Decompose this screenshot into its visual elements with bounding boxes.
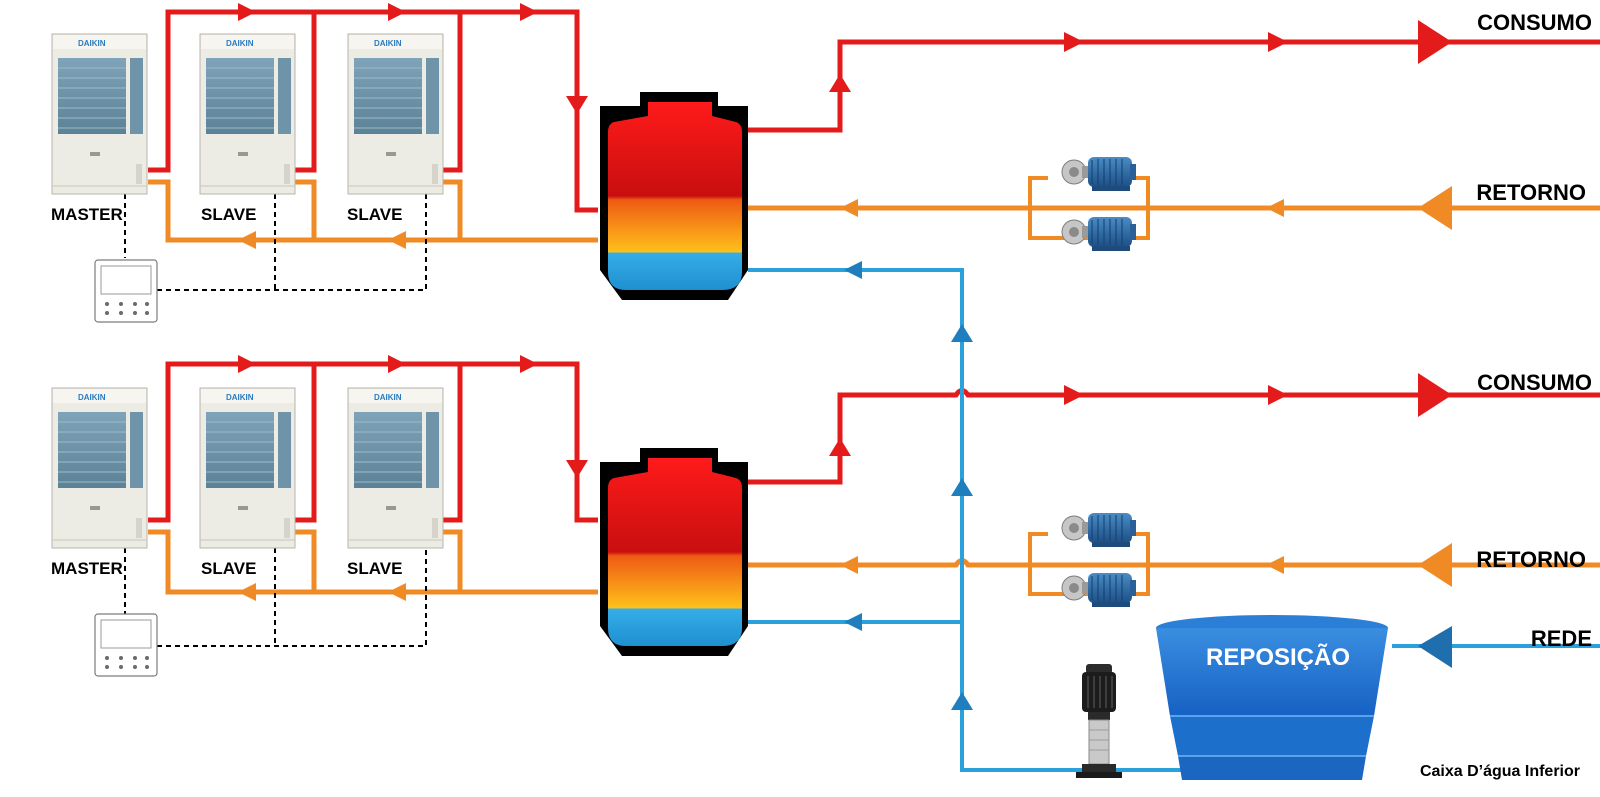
flow-arrow-icon [238, 583, 256, 601]
storage-tank-icon [600, 448, 748, 656]
hot-pipe-drop-3 [440, 12, 463, 173]
flow-arrow-icon [566, 96, 588, 114]
return-pipe-units-1 [148, 179, 598, 243]
return-pipe-drop-6 [440, 529, 463, 592]
rede-label: REDE [1531, 626, 1592, 651]
control-wire-2 [124, 548, 427, 647]
flow-arrow-icon [844, 261, 862, 279]
return-pipe-retorno-2 [748, 558, 1600, 568]
slave-label: SLAVE [201, 559, 256, 578]
heat-pump-icon [347, 387, 444, 549]
flow-arrow-icon [388, 355, 406, 373]
circulation-pump-icon [1061, 512, 1137, 548]
control-wire-1 [124, 194, 427, 291]
master-label: MASTER [51, 559, 123, 578]
flow-arrow-icon [1064, 32, 1084, 52]
slave-label: SLAVE [201, 205, 256, 224]
hot-pipe-drop-2 [294, 12, 317, 173]
flow-arrow-icon [951, 478, 973, 496]
unit-brand: DAIKIN [78, 393, 106, 402]
flow-arrow-icon [238, 355, 256, 373]
flow-arrow-icon [829, 74, 851, 92]
flow-arrow-icon [951, 324, 973, 342]
flow-arrow-icon [829, 438, 851, 456]
flow-arrow-icon [520, 355, 538, 373]
flow-arrow-icon [1418, 543, 1452, 587]
flow-arrow-icon [1418, 186, 1452, 230]
unit-brand: DAIKIN [78, 39, 106, 48]
heat-pump-icon [347, 33, 444, 195]
flow-arrow-icon [238, 231, 256, 249]
return-pipe-drop-3 [440, 179, 463, 240]
flow-arrow-icon [951, 692, 973, 710]
consumo-label: CONSUMO [1477, 370, 1592, 395]
heat-pump-icon [51, 387, 148, 549]
flow-arrow-icon [566, 460, 588, 478]
flow-arrow-icon [520, 3, 538, 21]
retorno-label: RETORNO [1476, 180, 1586, 205]
flow-arrow-icon [1418, 20, 1452, 64]
hot-pipe-drop-5 [294, 364, 317, 523]
reservoir-label: REPOSIÇÃO [1206, 643, 1350, 671]
slave-label: SLAVE [347, 559, 402, 578]
controller-icon [94, 259, 158, 323]
unit-brand: DAIKIN [374, 39, 402, 48]
hot-pipe-units-1 [148, 9, 598, 213]
heat-pump-icon [51, 33, 148, 195]
slave-label: SLAVE [347, 205, 402, 224]
flow-arrow-icon [844, 613, 862, 631]
flow-arrow-icon [388, 583, 406, 601]
flow-arrow-icon [238, 3, 256, 21]
flow-arrow-icon [1266, 199, 1284, 217]
flow-arrow-icon [840, 556, 858, 574]
hot-pipe-drop-6 [440, 364, 463, 523]
flow-arrow-icon [1268, 385, 1288, 405]
circulation-pump-icon [1061, 572, 1137, 608]
heat-pump-icon [199, 33, 296, 195]
return-pipe-units-2 [148, 529, 598, 595]
return-pipe-drop-2 [294, 179, 317, 240]
flow-arrow-icon [1064, 385, 1084, 405]
heat-pump-icon [199, 387, 296, 549]
master-label: MASTER [51, 205, 123, 224]
storage-tank-icon [600, 92, 748, 300]
unit-brand: DAIKIN [226, 39, 254, 48]
hot-pipe-units-2 [148, 361, 598, 523]
flow-arrow-icon [1268, 32, 1288, 52]
flow-arrow-icon [1418, 373, 1452, 417]
circulation-pump-icon [1061, 216, 1137, 252]
flow-arrow-icon [388, 3, 406, 21]
booster-pump-icon [1075, 663, 1123, 779]
return-pipe-drop-5 [294, 529, 317, 592]
hot-pipe-consumo-2 [748, 388, 1600, 485]
water-reservoir-icon [1156, 615, 1388, 780]
circulation-pump-icon [1061, 156, 1137, 192]
flow-arrow-icon [1266, 556, 1284, 574]
flow-arrow-icon [840, 199, 858, 217]
controller-icon [94, 613, 158, 677]
unit-brand: DAIKIN [226, 393, 254, 402]
retorno-label: RETORNO [1476, 547, 1586, 572]
hot-pipe-consumo-1 [748, 39, 1600, 133]
flow-arrow-icon [1418, 626, 1452, 668]
reservoir-caption: Caixa D’água Inferior [1420, 763, 1580, 780]
consumo-label: CONSUMO [1477, 10, 1592, 35]
unit-brand: DAIKIN [374, 393, 402, 402]
flow-arrow-icon [388, 231, 406, 249]
